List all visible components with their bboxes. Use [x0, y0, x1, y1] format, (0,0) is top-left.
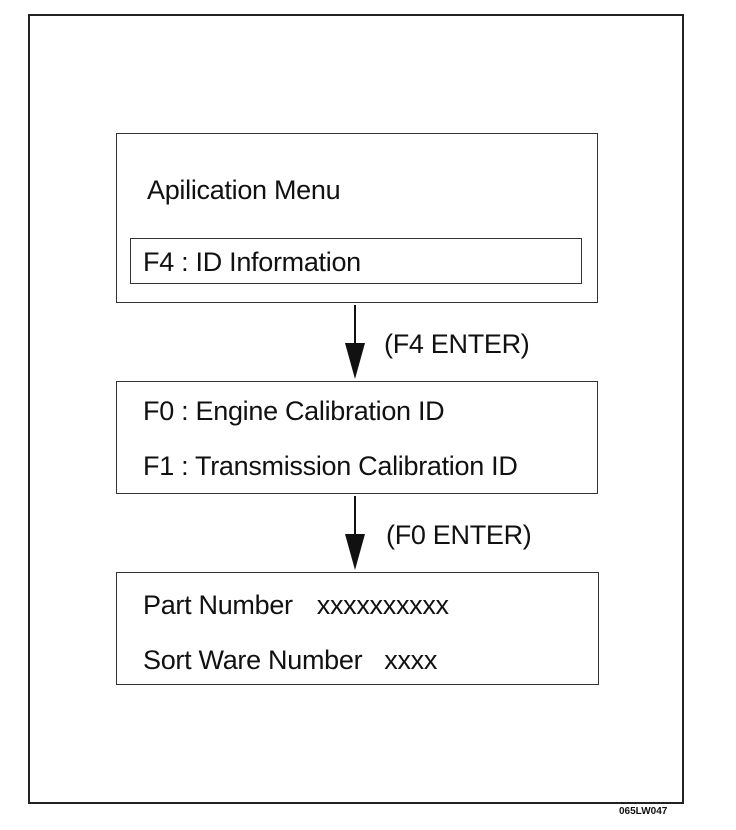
id-result-screen: Part Number xxxxxxxxxx Sort Ware Number xx… [116, 572, 599, 685]
part-number-label: Part Number [143, 590, 293, 620]
menu-option-id-information-label: F4 : ID Information [143, 247, 361, 277]
menu-option-engine-calibration[interactable]: F0 : Engine Calibration ID [143, 396, 445, 426]
step-label-f0-enter: (F0 ENTER) [386, 520, 532, 550]
software-number-label: Sort Ware Number [143, 645, 363, 675]
calibration-menu-screen: F0 : Engine Calibration ID F1 : Transmis… [116, 381, 598, 494]
figure-frame [28, 14, 684, 804]
down-arrow-icon [345, 496, 365, 570]
software-number-value: xxxx [384, 645, 438, 675]
menu-title: Apilication Menu [147, 175, 341, 205]
figure-code: 065LW047 [619, 806, 668, 817]
part-number-value: xxxxxxxxxx [316, 590, 449, 620]
menu-option-id-information[interactable]: F4 : ID Information [130, 238, 582, 284]
part-number-row: Part Number xxxxxxxxxx [143, 592, 449, 619]
menu-option-transmission-calibration[interactable]: F1 : Transmission Calibration ID [143, 451, 518, 481]
software-number-row: Sort Ware Number xxxx [143, 647, 437, 674]
step-label-f4-enter: (F4 ENTER) [384, 329, 530, 359]
application-menu-screen: Apilication Menu F4 : ID Information [116, 133, 598, 303]
down-arrow-icon [345, 305, 365, 379]
